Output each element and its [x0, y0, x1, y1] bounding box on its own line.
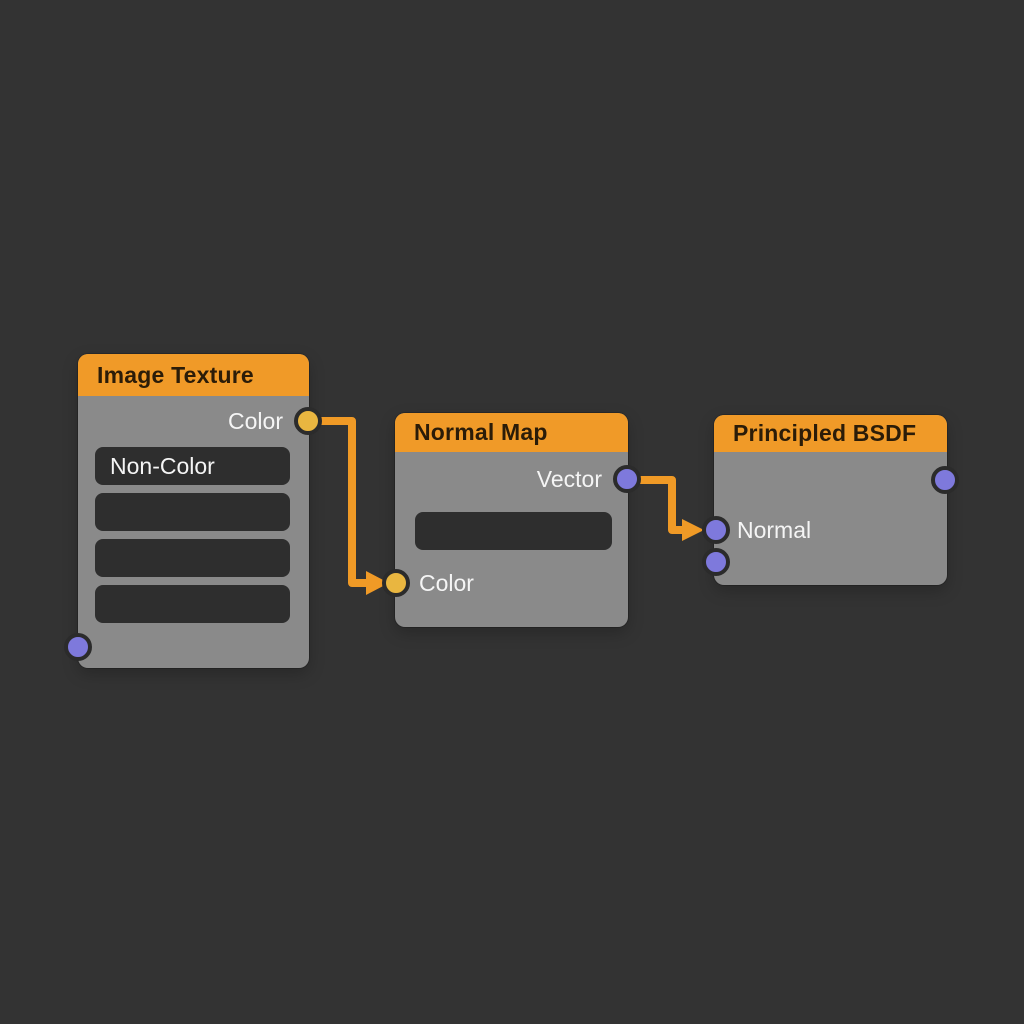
strength-field[interactable]: [415, 512, 612, 550]
colorspace-value: Non-Color: [110, 452, 215, 479]
colorspace-field[interactable]: Non-Color: [95, 447, 290, 485]
wire-imagetexture-color-to-normalmap-color[interactable]: [308, 417, 389, 595]
socket-extra-input[interactable]: [702, 548, 730, 576]
wire-segment[interactable]: [308, 417, 370, 587]
node-title: Principled BSDF: [733, 420, 917, 446]
output-label-vector: Vector: [536, 466, 602, 492]
wire-arrowhead-icon: [682, 519, 704, 541]
node-image-texture-header[interactable]: Image Texture: [78, 354, 309, 396]
node-normal-map-header[interactable]: Normal Map: [395, 413, 628, 452]
node-normal-map[interactable]: Normal Map Vector Color: [382, 413, 641, 627]
wire-arrowhead-icon: [366, 571, 389, 595]
image-field-2[interactable]: [95, 539, 290, 577]
socket-vector-output[interactable]: [613, 465, 641, 493]
wire-segment[interactable]: [627, 476, 686, 534]
image-field-3[interactable]: [95, 585, 290, 623]
socket-color-input[interactable]: [382, 569, 410, 597]
node-title: Normal Map: [414, 419, 548, 445]
socket-normal-input[interactable]: [702, 516, 730, 544]
socket-bsdf-output[interactable]: [931, 466, 959, 494]
wire-normalmap-vector-to-bsdf-normal[interactable]: [627, 476, 704, 541]
input-label-color: Color: [419, 570, 474, 596]
socket-color-output[interactable]: [294, 407, 322, 435]
node-image-texture[interactable]: Image Texture Color Non-Color: [64, 354, 322, 668]
node-principled-bsdf-header[interactable]: Principled BSDF: [714, 415, 947, 452]
node-principled-bsdf[interactable]: Principled BSDF Normal: [702, 415, 959, 585]
image-field-1[interactable]: [95, 493, 290, 531]
socket-vector-input[interactable]: [64, 633, 92, 661]
node-title: Image Texture: [97, 361, 254, 388]
input-label-normal: Normal: [737, 517, 812, 543]
output-label-color: Color: [228, 408, 283, 434]
